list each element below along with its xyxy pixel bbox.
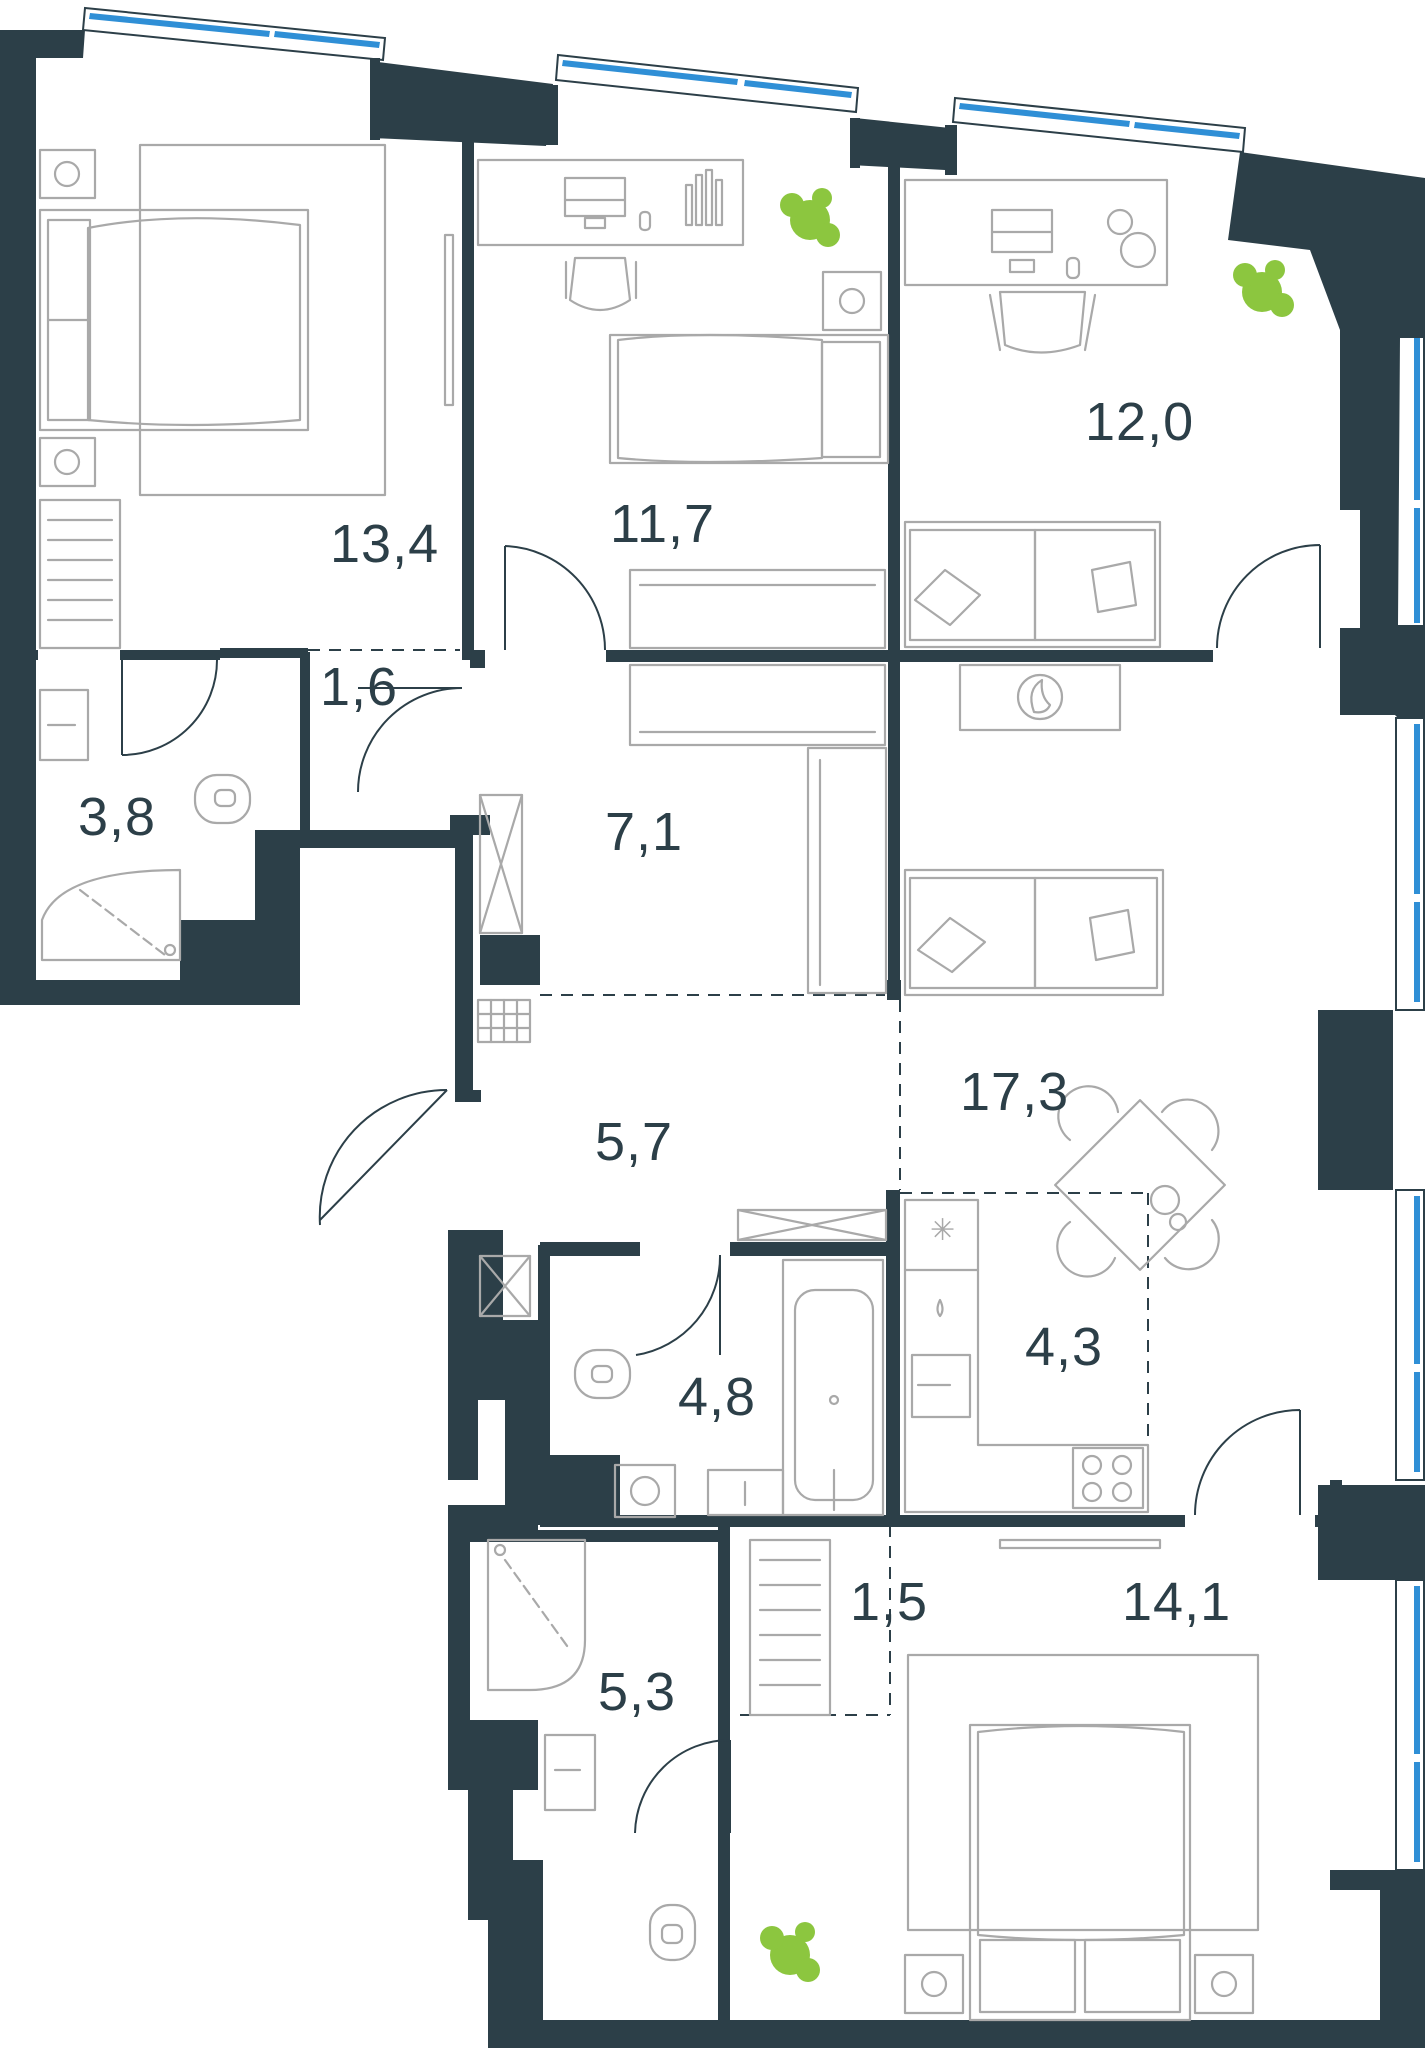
wardrobe-icon	[806, 746, 888, 995]
fireplace-icon	[958, 663, 1122, 732]
door-icon	[634, 1739, 731, 1834]
wardrobe-icon	[628, 568, 887, 650]
bathtub-icon	[781, 1258, 885, 1517]
toilet-icon	[648, 1903, 697, 1962]
walls	[0, 30, 1425, 2048]
door-icon	[1216, 544, 1321, 649]
sofa-icon	[903, 520, 1162, 649]
office-chair-icon	[564, 256, 638, 311]
window-icon	[1395, 717, 1425, 1011]
svg-text:✳: ✳	[930, 1214, 955, 1247]
area-label-bedroom-northeast: 12,0	[1085, 392, 1194, 452]
wardrobe-icon	[38, 498, 122, 650]
toilet-icon	[573, 1348, 632, 1400]
nightstand-icon	[821, 270, 883, 332]
wardrobe-icon	[628, 663, 887, 747]
tv-panel	[443, 233, 455, 407]
washing-machine-icon	[613, 1463, 677, 1519]
toilet-icon	[193, 773, 252, 825]
door-icon	[504, 545, 606, 651]
shower-icon	[40, 868, 182, 962]
doors	[121, 544, 1321, 1834]
shower-icon	[486, 1538, 587, 1692]
area-label-entrance-hall: 5,7	[595, 1112, 673, 1172]
window-icon	[951, 96, 1247, 154]
area-label-walk-in-closet: 1,5	[850, 1572, 928, 1632]
window-icon	[1395, 329, 1425, 631]
desk-icon	[476, 158, 745, 247]
sink-icon	[706, 1468, 785, 1517]
area-label-bathroom-west: 3,8	[78, 787, 156, 847]
area-label-bedroom-north: 11,7	[610, 494, 715, 554]
area-label-hall-corridor: 1,6	[320, 657, 398, 717]
vanity-shelf	[736, 1208, 888, 1242]
tv-panel	[998, 1538, 1162, 1550]
office-chair-icon	[988, 290, 1097, 354]
furniture: ✳	[38, 143, 1294, 2022]
area-label-hallway: 7,1	[605, 802, 683, 862]
area-label-kitchen: 4,3	[1025, 1317, 1103, 1377]
sofa-icon	[903, 868, 1165, 997]
wardrobe-icon	[748, 1538, 832, 1717]
window-icon	[554, 53, 860, 114]
window-icon	[81, 6, 387, 62]
sink-icon	[543, 1733, 597, 1812]
sink-icon	[38, 688, 90, 762]
plant-icon	[1233, 260, 1294, 317]
door-icon	[318, 1088, 448, 1226]
area-label-bathroom-center: 4,8	[678, 1367, 756, 1427]
plant-icon	[760, 1922, 820, 1982]
utility-shaft	[478, 1254, 532, 1318]
door-icon	[357, 687, 463, 793]
window-icon	[1395, 1579, 1425, 1871]
nightstand-icon	[38, 148, 97, 488]
area-label-living-room: 17,3	[960, 1062, 1069, 1122]
kitchen-counter: ✳	[903, 1198, 1150, 1514]
door-icon	[635, 1254, 722, 1356]
cooktop-icon	[1071, 1446, 1145, 1510]
area-label-bedroom-northwest: 13,4	[330, 514, 439, 574]
window-icon	[1395, 1189, 1425, 1481]
area-label-bathroom-south: 5,3	[598, 1662, 676, 1722]
desk-icon	[903, 178, 1169, 287]
bed-icon	[38, 143, 387, 497]
area-labels: 13,4 11,7 12,0 1,6 3,8 7,1 5,7 17,3 4,3 …	[78, 392, 1231, 1722]
sink-icon	[910, 1353, 972, 1419]
area-label-master-bedroom: 14,1	[1122, 1572, 1231, 1632]
nightstand-icon	[903, 1953, 1255, 2015]
plant-icon	[780, 188, 840, 247]
windows	[81, 6, 1425, 1871]
bed-icon	[608, 333, 890, 465]
utility-shaft	[478, 793, 524, 935]
bed-icon	[906, 1653, 1260, 2022]
door-icon	[1194, 1409, 1301, 1516]
door-icon	[121, 659, 218, 756]
dining-table-icon	[1054, 1085, 1226, 1278]
